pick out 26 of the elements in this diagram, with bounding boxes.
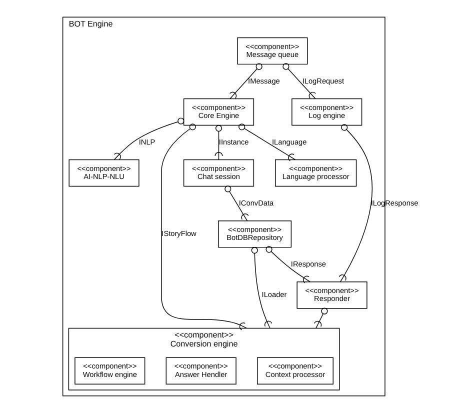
node-box: <<component>> Chat session [182, 159, 254, 187]
edge-label: INLP [138, 137, 155, 146]
connector [265, 246, 310, 284]
node-box: <<component>> Context processor [256, 357, 333, 384]
edge-label: ILogRequest [302, 76, 344, 86]
edge-label: ILoader [261, 290, 286, 299]
edge-label: IMessage [248, 76, 280, 86]
node-box: <<component>> Responder [296, 282, 367, 309]
edge-label: IInstance [218, 137, 248, 146]
node-box: <<component>> BotDBRepository [218, 220, 292, 248]
connector [113, 118, 184, 160]
edge-label: IStoryFlow [161, 228, 196, 238]
node-box: <<component>> Log engine [291, 98, 362, 126]
edge-label: ILanguage [271, 137, 306, 146]
node-box: <<component>> Core Engine [182, 98, 254, 126]
connector [238, 124, 296, 162]
node-box: <<component>> Workflow engine [74, 357, 145, 384]
node-box: <<component>> AI-NLP-NLU [68, 159, 139, 187]
node-box: <<component>> Answer Hendler [165, 357, 236, 384]
connector [224, 186, 248, 222]
edge-label: IResponse [290, 259, 326, 268]
connector [228, 63, 262, 100]
node-box: <<component>> Language processor [274, 159, 356, 187]
edge-label: IConvData [238, 198, 274, 208]
node-box: <<component>> Message queue [236, 37, 308, 65]
connector [282, 63, 316, 100]
